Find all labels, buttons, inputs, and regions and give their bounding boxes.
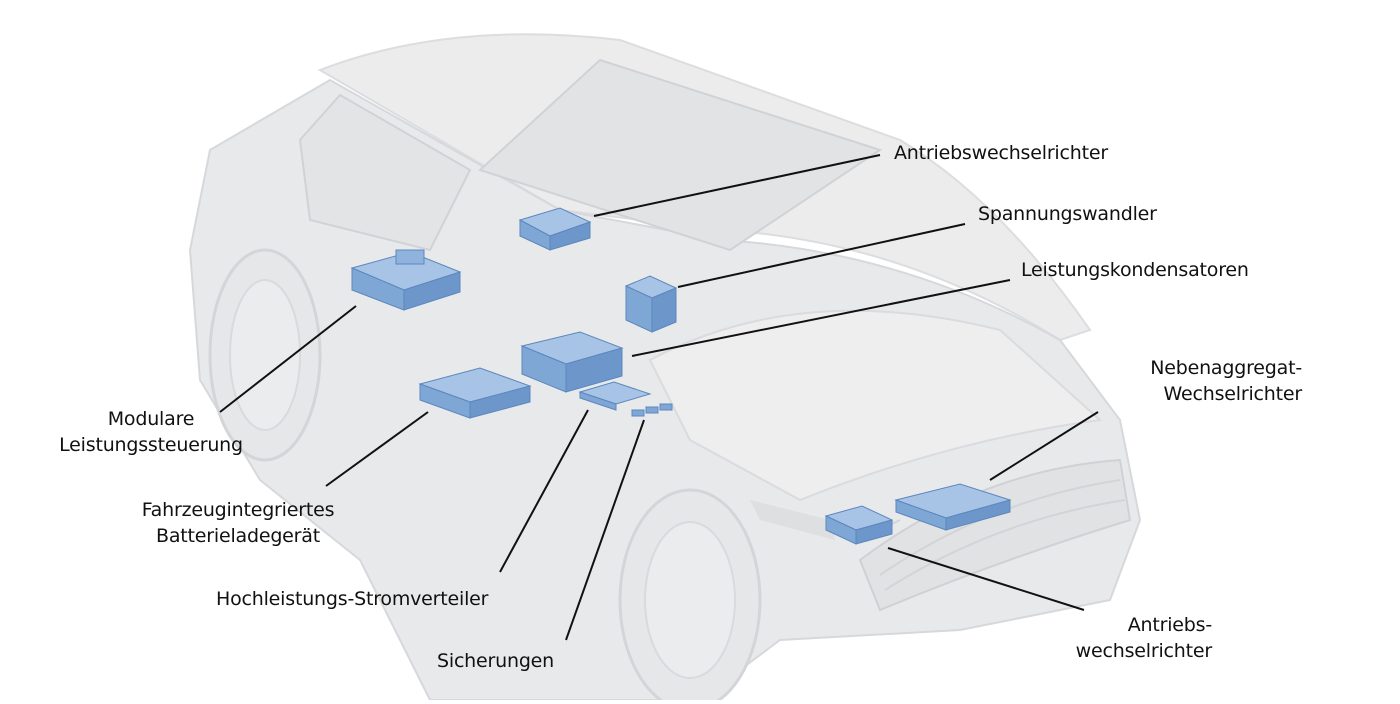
label-leistungskondensatoren: Leistungskondensatoren [1021, 259, 1249, 281]
component-batterieladegeraet [418, 367, 532, 419]
component-stromverteiler [578, 381, 652, 411]
leader-antriebswechselrichter-front [887, 547, 1085, 611]
label-sicherungen: Sicherungen [437, 650, 555, 672]
car-headlight [750, 500, 835, 540]
component-nebenaggregat-wechselrichter [894, 483, 1012, 531]
car-body [188, 33, 1142, 704]
component-spannungswandler [624, 275, 678, 333]
leader-lines [219, 154, 1099, 641]
label-nebenaggregat-wechselrichter: Nebenaggregat- Wechselrichter [1150, 357, 1302, 405]
component-leistungskondensatoren [520, 331, 624, 393]
component-antriebswechselrichter-top [518, 207, 592, 251]
component-modulare-leistungssteuerung [350, 249, 462, 311]
label-batterieladegeraet: Fahrzeugintegriertes Batterieladegerät [141, 499, 335, 547]
components [350, 207, 1012, 545]
component-antriebswechselrichter-front [824, 505, 894, 545]
leader-antriebswechselrichter-top [593, 154, 881, 217]
leader-modulare [219, 305, 357, 413]
leader-batterieladegeraet [325, 411, 429, 487]
label-stromverteiler: Hochleistungs-Stromverteiler [216, 588, 489, 610]
component-sicherungen [631, 403, 673, 417]
car-windshield [478, 58, 883, 252]
label-antriebswechselrichter-top: Antriebswechselrichter [894, 142, 1108, 164]
rear-wheel [208, 248, 322, 462]
car-side-window [298, 93, 472, 252]
leader-stromverteiler [499, 409, 589, 573]
leader-leistungskondensatoren [631, 279, 1011, 357]
leader-nebenaggregat [989, 411, 1099, 481]
front-wheel [618, 488, 762, 704]
leader-spannungswandler [677, 223, 966, 288]
car-hood [648, 309, 1103, 502]
label-antriebswechselrichter-front: Antriebs- wechselrichter [1075, 614, 1213, 662]
label-spannungswandler: Spannungswandler [978, 203, 1157, 225]
label-modulare-leistungssteuerung: Modulare Leistungssteuerung [59, 408, 243, 456]
leader-sicherungen [565, 419, 645, 641]
